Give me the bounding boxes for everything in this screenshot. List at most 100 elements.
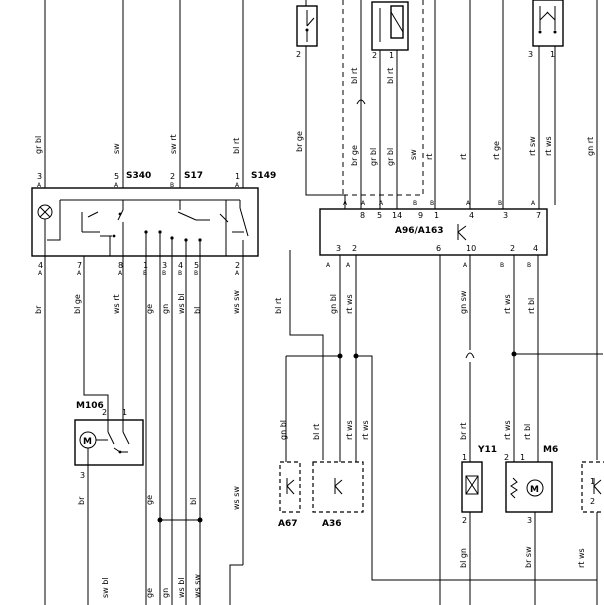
pin-letter: A <box>114 182 119 189</box>
pin-number: 2 <box>352 244 357 253</box>
pin-number: 1 <box>235 172 240 181</box>
pin-letter: A <box>235 270 240 277</box>
wire-label: ws sw <box>232 290 241 314</box>
component-label-s340: S340 <box>126 171 151 181</box>
pin-number: 2 <box>235 261 240 270</box>
pin-letter: B <box>143 270 147 277</box>
wire-label: sw <box>409 149 418 160</box>
top-relay-dashed-frame: 2 1 <box>342 0 424 205</box>
ecu-a96-a163: A96/A163 <box>319 208 548 256</box>
wire-label: rt ws <box>361 420 370 440</box>
wire-label: bl <box>193 307 202 314</box>
wire-label: bl rt <box>274 298 283 314</box>
pin-number: 5 <box>377 211 382 220</box>
pin-number: 3 <box>37 172 42 181</box>
wire-label: rt <box>425 154 434 160</box>
wire-label: br ge <box>295 131 304 152</box>
pin-letter: B <box>500 262 504 269</box>
wire-label: rt ge <box>492 141 501 160</box>
wire-label: ws rt <box>112 294 121 314</box>
wire-label: sw rt <box>169 134 178 154</box>
wire-labels-below-ecu: gn bl rt ws gn sw rt ws rt bl <box>329 290 536 314</box>
wire-label: ge <box>145 588 154 598</box>
pin-label: 1 <box>462 453 467 462</box>
wire-label: sw <box>112 143 121 154</box>
top-relay-left: 2 <box>296 0 318 150</box>
wire-label: rt ws <box>503 294 512 314</box>
wire-label: rt <box>459 154 468 160</box>
wire-label: ws bl <box>177 577 186 598</box>
pin-label: 2 <box>590 497 595 506</box>
wire-label: rt ws <box>503 420 512 440</box>
pin-number: 7 <box>77 261 82 270</box>
wire-label: gr bl <box>386 148 395 166</box>
top-relay-right: 3 1 <box>528 0 564 205</box>
pin-number: 3 <box>336 244 341 253</box>
ecu-top-pins: A 8 A 5 A 14 B 9 B 1 A 4 B 3 A 7 <box>343 200 541 220</box>
pin-letter: A <box>343 200 348 207</box>
pin-number: 2 <box>510 244 515 253</box>
wire-label: bl rt <box>232 138 241 154</box>
pin-letter: A <box>38 270 43 277</box>
pin-label: 1 <box>520 453 525 462</box>
wire-labels-bottom: sw bl ge gn ws bl ws sw bl gn br sw rt w… <box>101 546 586 598</box>
y11-valve: Y11 1 2 <box>461 445 497 605</box>
switch-block <box>31 187 259 257</box>
wire-label: rt ws <box>345 294 354 314</box>
wire-label: bl rt <box>386 68 395 84</box>
component-label-s149: S149 <box>251 171 276 181</box>
wire-label: gr bl <box>369 148 378 166</box>
pin-label: 2 <box>296 50 301 59</box>
wire-label: gn sw <box>459 290 468 314</box>
component-label-a96: A96/A163 <box>395 226 444 236</box>
wire-label: ws bl <box>177 293 186 314</box>
component-label-a67: A67 <box>278 519 298 529</box>
pin-letter: A <box>77 270 82 277</box>
pin-letter: A <box>531 200 536 207</box>
pin-number: 1 <box>434 211 439 220</box>
wire-label: br rt <box>459 423 468 440</box>
wire-labels-connectors: gn bl bl rt rt ws rt ws br rt rt ws rt b… <box>279 420 532 440</box>
pin-number: 4 <box>469 211 474 220</box>
wire-label: gn rt <box>586 137 595 156</box>
pin-letter: B <box>413 200 417 207</box>
pin-number: 5 <box>194 261 199 270</box>
wire-label: ge <box>145 495 154 505</box>
wire-label: br sw <box>524 546 533 568</box>
wire-label: br <box>77 496 86 505</box>
wire-label: br <box>34 305 43 314</box>
pin-number: 14 <box>392 211 402 220</box>
pin-label: 2 <box>372 51 377 60</box>
pin-number: 8 <box>118 261 123 270</box>
wire-label: bl ge <box>73 294 82 314</box>
pin-number: 3 <box>162 261 167 270</box>
wire-label: rt ws <box>577 548 586 568</box>
pin-letter: B <box>162 270 166 277</box>
pin-letter: A <box>466 200 471 207</box>
pin-letter: B <box>527 262 531 269</box>
pin-label: 3 <box>528 50 533 59</box>
wire-label: rt ws <box>345 420 354 440</box>
pin-number: 10 <box>466 244 476 253</box>
pin-label: 2 <box>462 516 467 525</box>
wire-labels-below-switch: br bl ge ws rt ge gn ws bl bl ws sw bl r… <box>34 290 283 314</box>
pin-letter: A <box>37 182 42 189</box>
pin-number: 4 <box>533 244 538 253</box>
wire-label: ws sw <box>232 486 241 510</box>
m106-motor: M M106 2 1 3 <box>74 401 144 605</box>
wire-label: gn bl <box>279 420 288 440</box>
wire-label: bl gn <box>459 548 468 568</box>
pin-number: 7 <box>536 211 541 220</box>
svg-text:M: M <box>530 485 539 495</box>
pin-letter: B <box>194 270 198 277</box>
pin-letter: A <box>326 262 331 269</box>
pin-number: 2 <box>170 172 175 181</box>
wire-labels-mid-left: br ge bl ws sw <box>77 486 241 510</box>
pin-label: 2 <box>504 453 509 462</box>
right-edge-sensor: 1 2 <box>581 461 604 605</box>
component-label-m6: M6 <box>543 445 558 455</box>
wire-label: ws sw <box>193 574 202 598</box>
m6-motor: M M6 2 1 3 <box>504 445 558 605</box>
pin-letter: A <box>235 182 240 189</box>
